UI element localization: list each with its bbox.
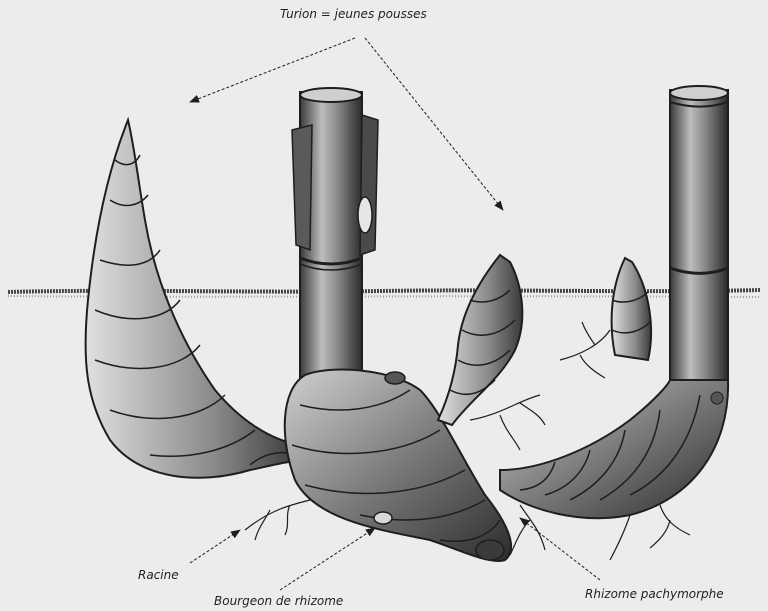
label-bourgeon: Bourgeon de rhizome [214, 594, 343, 608]
label-turion: Turion = jeunes pousses [280, 7, 427, 21]
right-rhizome [500, 380, 728, 518]
label-rhizome: Rhizome pachymorphe [585, 587, 724, 601]
left-turion [86, 120, 300, 478]
label-racine: Racine [138, 568, 179, 582]
right-culm [670, 86, 728, 390]
center-turion [438, 255, 522, 425]
center-culm [292, 88, 378, 377]
right-turion [612, 258, 651, 360]
